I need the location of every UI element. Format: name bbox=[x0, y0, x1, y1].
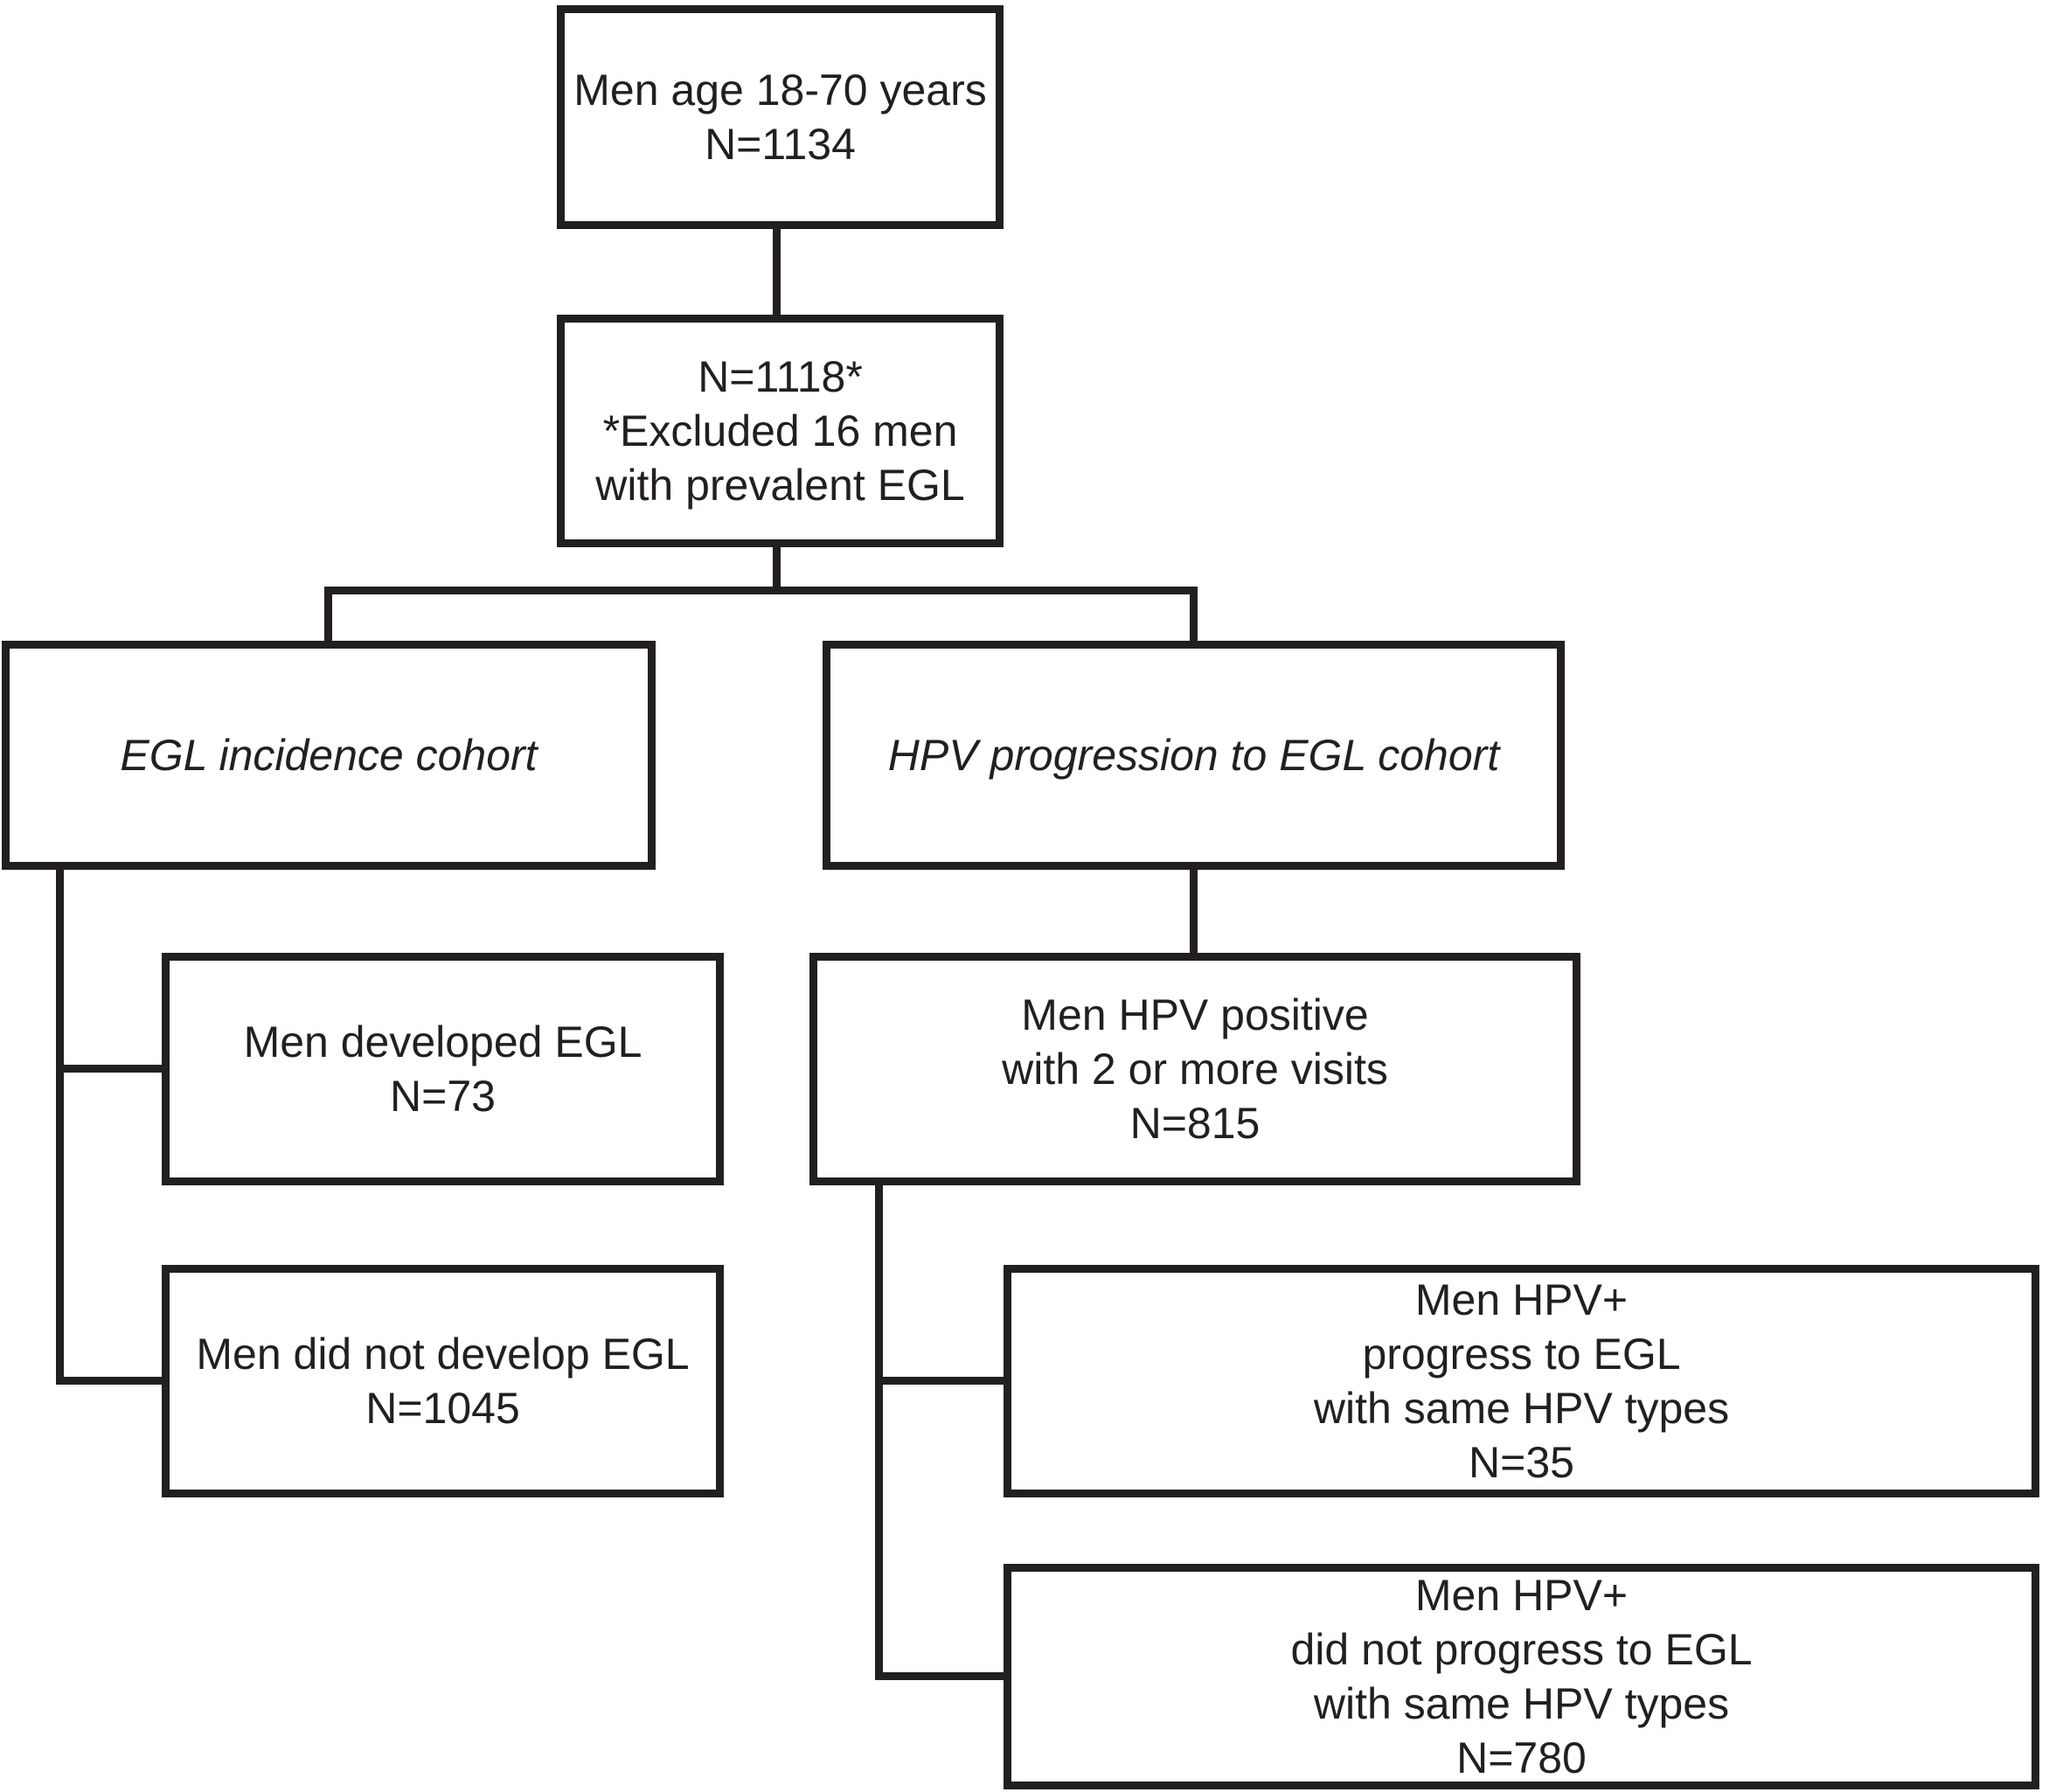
box-men-developed-egl-line-1: Men developed EGL bbox=[243, 1018, 642, 1066]
box-men-developed-egl: Men developed EGL N=73 bbox=[162, 953, 724, 1185]
connector-hpv-positive-rail bbox=[875, 1185, 883, 1680]
box-men-age-18-70-count: N=1134 bbox=[705, 120, 856, 169]
box-eligible-count: N=1118* bbox=[698, 352, 863, 401]
box-hpv-progression-cohort: HPV progression to EGL cohort bbox=[823, 641, 1565, 870]
box-men-hpv-did-not-progress: Men HPV+ did not progress to EGL with sa… bbox=[1004, 1564, 2039, 1789]
box-men-hpv-did-not-progress-count: N=780 bbox=[1456, 1733, 1587, 1782]
box-men-hpv-progress-count: N=35 bbox=[1469, 1438, 1574, 1487]
box-egl-incidence-cohort: EGL incidence cohort bbox=[2, 641, 656, 870]
box-men-did-not-develop-egl: Men did not develop EGL N=1045 bbox=[162, 1265, 724, 1497]
box-egl-incidence-cohort-label: EGL incidence cohort bbox=[120, 731, 538, 780]
connector-eligible-to-split bbox=[773, 547, 781, 594]
connector-stub-progressed bbox=[875, 1377, 1004, 1385]
box-men-hpv-positive: Men HPV positive with 2 or more visits N… bbox=[809, 953, 1580, 1185]
connector-stub-developed-egl bbox=[56, 1065, 162, 1073]
box-men-age-18-70-line-1: Men age 18-70 years bbox=[573, 66, 987, 115]
box-men-hpv-did-not-progress-line-2: did not progress to EGL bbox=[1290, 1625, 1753, 1674]
connector-split-horizontal bbox=[324, 587, 1198, 594]
connector-drop-to-egl-cohort bbox=[324, 587, 332, 641]
connector-total-to-eligible bbox=[773, 229, 781, 315]
box-men-hpv-did-not-progress-line-3: with same HPV types bbox=[1313, 1679, 1730, 1728]
box-men-hpv-progress-line-3: with same HPV types bbox=[1313, 1384, 1730, 1433]
box-men-did-not-develop-egl-line-1: Men did not develop EGL bbox=[196, 1330, 690, 1379]
box-eligible-footnote-line-2: with prevalent EGL bbox=[595, 461, 965, 510]
box-men-hpv-progress-to-egl: Men HPV+ progress to EGL with same HPV t… bbox=[1004, 1265, 2039, 1497]
connector-stub-did-not-develop-egl bbox=[56, 1377, 162, 1385]
box-men-age-18-70: Men age 18-70 years N=1134 bbox=[557, 5, 1004, 229]
box-eligible-n1118: N=1118* *Excluded 16 men with prevalent … bbox=[557, 315, 1004, 547]
box-hpv-progression-cohort-label: HPV progression to EGL cohort bbox=[887, 731, 1500, 780]
connector-hpv-cohort-to-hpv-positive bbox=[1190, 870, 1198, 953]
box-men-developed-egl-count: N=73 bbox=[390, 1072, 496, 1121]
box-men-did-not-develop-egl-count: N=1045 bbox=[365, 1384, 520, 1433]
box-men-hpv-positive-line-2: with 2 or more visits bbox=[1002, 1045, 1388, 1094]
box-men-hpv-progress-line-2: progress to EGL bbox=[1362, 1330, 1681, 1379]
connector-egl-cohort-rail bbox=[56, 870, 64, 1385]
box-men-hpv-positive-count: N=815 bbox=[1129, 1099, 1261, 1148]
box-men-hpv-positive-line-1: Men HPV positive bbox=[1021, 990, 1369, 1039]
box-men-hpv-progress-line-1: Men HPV+ bbox=[1414, 1275, 1629, 1324]
connector-drop-to-hpv-cohort bbox=[1190, 587, 1198, 641]
box-men-hpv-did-not-progress-line-1: Men HPV+ bbox=[1414, 1571, 1629, 1620]
connector-stub-did-not-progress bbox=[875, 1672, 1004, 1680]
box-eligible-footnote-line-1: *Excluded 16 men bbox=[602, 406, 958, 455]
